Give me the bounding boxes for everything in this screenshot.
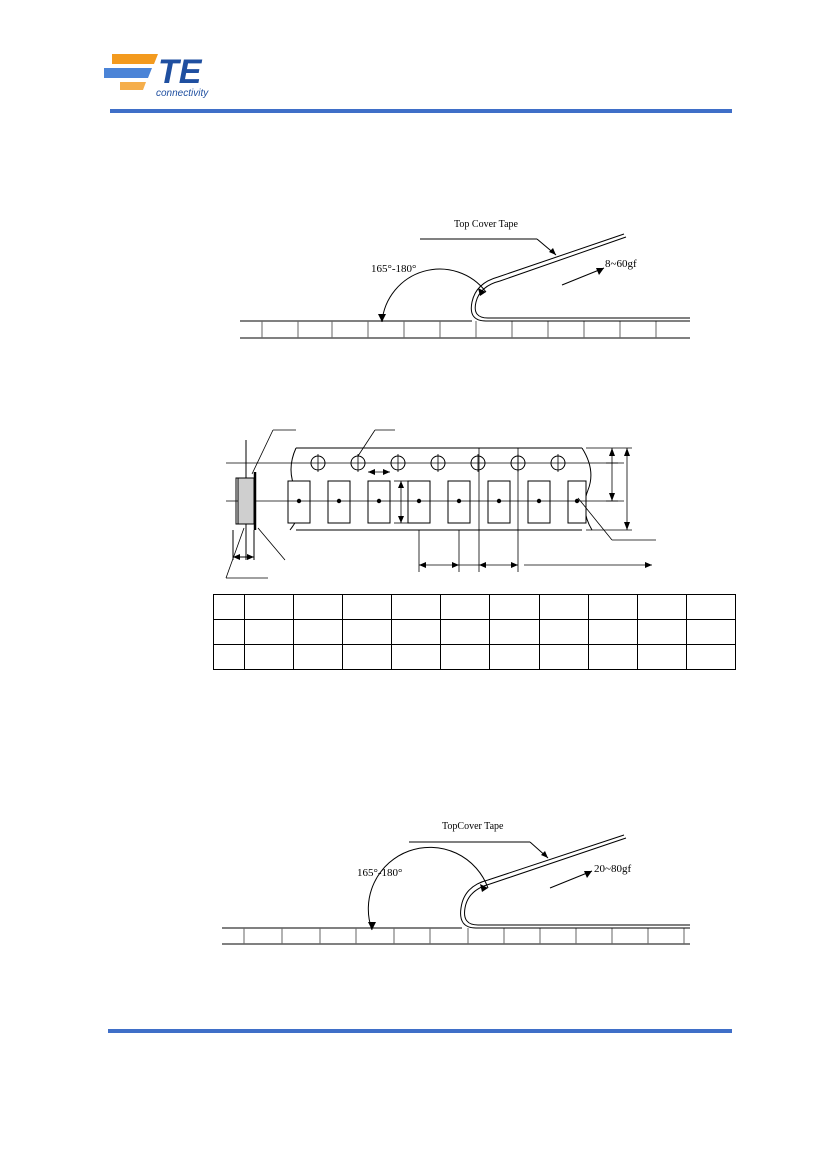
dimension-lines (368, 447, 652, 572)
force-arrow-2 (549, 870, 593, 889)
force-label-2: 20~80gf (594, 863, 631, 875)
force-arrowhead-1 (596, 268, 604, 275)
te-connectivity-logo: TE connectivity (104, 53, 209, 99)
tape-outline (289, 447, 593, 531)
tape-leader-1b (536, 238, 557, 256)
tape-cross-section (232, 440, 257, 560)
tape-leader-arrowhead-1 (549, 248, 556, 255)
table-row (213, 619, 737, 645)
pocket-centers (296, 498, 580, 504)
tape-label-1: Top Cover Tape (454, 219, 519, 230)
centerlines (226, 462, 624, 502)
angle-arc-2 (367, 846, 489, 931)
force-arrow-1 (561, 267, 605, 286)
tape-leader-arrowhead-2 (541, 851, 548, 858)
tape-leader-2b (529, 841, 549, 859)
carrier-tape-1 (240, 320, 690, 339)
logo-stripes (104, 54, 158, 90)
force-arrowhead-2 (584, 871, 592, 878)
sprocket-hole-crosses (317, 454, 559, 472)
angle-label-2: 165°-180° (357, 867, 402, 879)
dimension-table (213, 594, 737, 670)
table-row (213, 644, 737, 670)
footer-rule (108, 1029, 732, 1033)
arc-arrowhead-1 (478, 288, 486, 296)
angle-arc-1 (381, 268, 487, 323)
arrowheads (233, 448, 652, 568)
angle-label-1: 165°-180° (371, 263, 416, 275)
cover-tape-1 (470, 233, 690, 322)
cover-tape-2 (460, 834, 690, 929)
leaders (225, 429, 656, 579)
sprocket-holes (310, 455, 566, 471)
arc-arrowhead-2b (368, 922, 376, 930)
header-rule (110, 109, 732, 113)
table-row (213, 594, 737, 620)
component-pockets (287, 480, 587, 524)
logo-tagline: connectivity (156, 88, 209, 99)
logo-brand: TE (158, 53, 203, 91)
carrier-tape-2 (222, 927, 690, 945)
force-label-1: 8~60gf (605, 258, 637, 270)
tape-label-2: TopCover Tape (442, 821, 504, 832)
arc-arrowhead-1b (378, 314, 386, 322)
arc-arrowhead-2 (480, 884, 488, 892)
